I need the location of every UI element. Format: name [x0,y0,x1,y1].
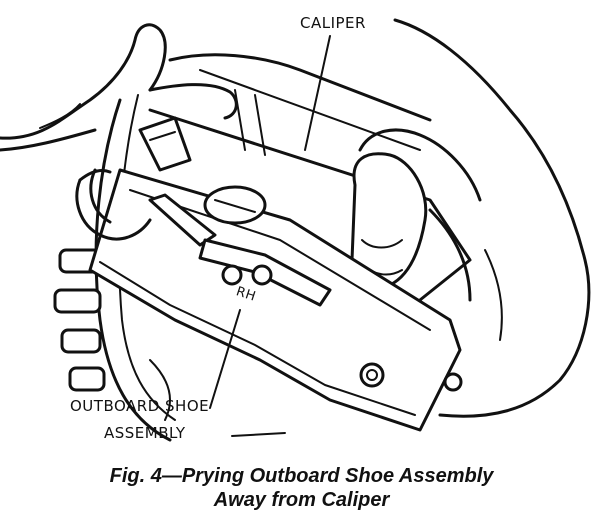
caliper-leader-line [304,35,331,151]
left-hand [0,23,238,152]
figure-caption: Fig. 4—Prying Outboard Shoe Assembly Awa… [0,464,603,512]
outboard-shoe-plate [88,168,463,432]
figure-caption-line2: Away from Caliper [213,489,390,511]
shoe-retainer [148,185,332,307]
outboard-shoe-label-line2: ASSEMBLY [104,424,186,442]
brake-rotor [53,94,192,442]
spring-clip [75,168,152,241]
brake-caliper-illustration [0,18,591,442]
figure-caption-line1: Fig. 4—Prying Outboard Shoe Assembly [109,465,494,487]
caliper-label: CALIPER [300,14,366,32]
outboard-leader-line [209,309,241,409]
outboard-shoe-label-line1: OUTBOARD SHOE [70,397,210,415]
right-hand [350,18,591,418]
outboard-underline [231,432,286,437]
caliper-body [148,53,472,302]
